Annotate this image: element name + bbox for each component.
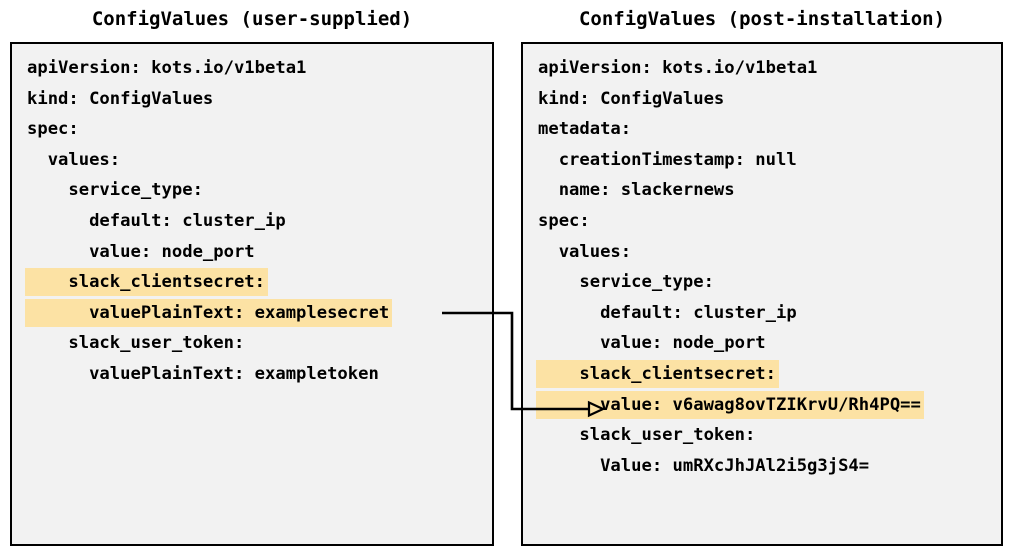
config-values-post-installation-panel: apiVersion: kots.io/v1beta1 kind: ConfigV… xyxy=(521,42,1003,546)
code-line: service_type: xyxy=(523,267,1001,298)
code-line: value: node_port xyxy=(12,237,492,268)
code-line-text: kind: ConfigValues xyxy=(27,88,214,109)
code-line: default: cluster_ip xyxy=(523,298,1001,329)
code-line: service_type: xyxy=(12,175,492,206)
code-line-highlighted: value: v6awag8ovTZIKrvU/Rh4PQ== xyxy=(523,390,1001,421)
code-line: slack_user_token: xyxy=(523,420,1001,451)
code-line-text: Value: umRXcJhJAl2i5g3jS4= xyxy=(538,455,870,476)
code-line-text: slack_clientsecret: xyxy=(25,268,268,297)
code-line-text: values: xyxy=(538,241,632,262)
panel-title-post-installation: ConfigValues (post-installation) xyxy=(578,8,946,30)
code-line-text: name: slackernews xyxy=(538,180,735,201)
code-line: slack_user_token: xyxy=(12,328,492,359)
code-line: spec: xyxy=(523,206,1001,237)
code-line-text: slack_clientsecret: xyxy=(536,359,779,388)
code-line: kind: ConfigValues xyxy=(523,84,1001,115)
code-line-text: default: cluster_ip xyxy=(538,302,797,323)
code-line-text: spec: xyxy=(538,210,590,231)
panel-title-user-supplied: ConfigValues (user-supplied) xyxy=(91,8,413,30)
code-line: name: slackernews xyxy=(523,175,1001,206)
code-line: value: node_port xyxy=(523,328,1001,359)
code-line-text: slack_user_token: xyxy=(538,425,756,446)
code-line: kind: ConfigValues xyxy=(12,84,492,115)
code-line: spec: xyxy=(12,114,492,145)
code-line-highlighted: slack_clientsecret: xyxy=(12,267,492,298)
yaml-code-block-user-supplied: apiVersion: kots.io/v1beta1 kind: ConfigV… xyxy=(12,53,492,390)
code-line-text: value: node_port xyxy=(538,333,766,354)
code-line: apiVersion: kots.io/v1beta1 xyxy=(12,53,492,84)
code-line-text: creationTimestamp: null xyxy=(538,149,797,170)
code-line-text: slack_user_token: xyxy=(27,333,245,354)
code-line: creationTimestamp: null xyxy=(523,145,1001,176)
code-line-text: default: cluster_ip xyxy=(27,210,286,231)
code-line-highlighted: slack_clientsecret: xyxy=(523,359,1001,390)
code-line: values: xyxy=(523,237,1001,268)
code-line-text: valuePlainText: examplesecret xyxy=(25,298,393,327)
code-line: metadata: xyxy=(523,114,1001,145)
code-line-text: valuePlainText: exampletoken xyxy=(27,363,379,384)
code-line-text: service_type: xyxy=(538,272,714,293)
code-line-text: value: node_port xyxy=(27,241,255,262)
yaml-code-block-post-installation: apiVersion: kots.io/v1beta1 kind: ConfigV… xyxy=(523,53,1001,481)
code-line-text: service_type: xyxy=(27,180,203,201)
code-line-text: apiVersion: kots.io/v1beta1 xyxy=(27,58,307,78)
code-line: values: xyxy=(12,145,492,176)
config-values-user-supplied-panel: apiVersion: kots.io/v1beta1 kind: ConfigV… xyxy=(10,42,494,546)
code-line-text: value: v6awag8ovTZIKrvU/Rh4PQ== xyxy=(536,390,924,419)
code-line-text: values: xyxy=(27,149,121,170)
code-line: default: cluster_ip xyxy=(12,206,492,237)
code-line-highlighted: valuePlainText: examplesecret xyxy=(12,298,492,329)
code-line: valuePlainText: exampletoken xyxy=(12,359,492,390)
code-line-text: kind: ConfigValues xyxy=(538,88,725,109)
code-line-text: metadata: xyxy=(538,119,632,140)
code-line: Value: umRXcJhJAl2i5g3jS4= xyxy=(523,451,1001,482)
code-line-text: spec: xyxy=(27,119,79,140)
code-line: apiVersion: kots.io/v1beta1 xyxy=(523,53,1001,84)
code-line-text: apiVersion: kots.io/v1beta1 xyxy=(538,58,818,78)
